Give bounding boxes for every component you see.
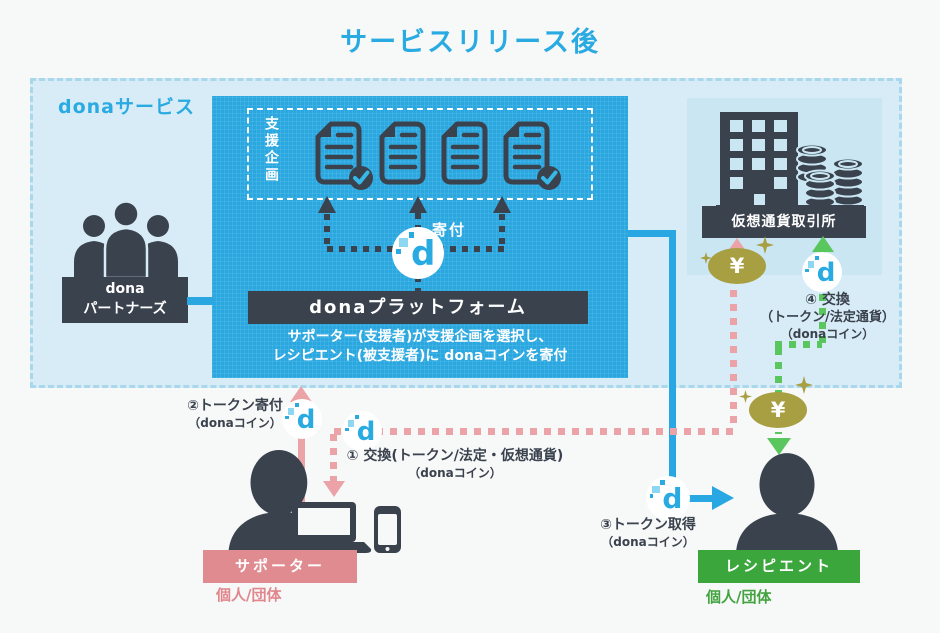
flow1-label-group: ① 交換(トークン/法定・仮想通貨) （donaコイン）	[330, 447, 580, 482]
yen-coin-icon: ¥	[700, 236, 774, 296]
donation-label: 寄付	[432, 221, 467, 239]
flow3-label: ③トークン取得	[600, 517, 696, 533]
platform-bar: donaプラットフォーム	[248, 291, 588, 324]
donation-dotted-line	[415, 213, 421, 233]
flow2-label: ②トークン寄付	[187, 398, 283, 414]
flow3-sub: （donaコイン）	[601, 535, 695, 549]
exchange-label-box: 仮想通貨取引所	[702, 206, 866, 238]
dona-service-label: donaサービス	[58, 96, 196, 118]
flow2-label-group: ②トークン寄付 （donaコイン）	[172, 397, 298, 432]
dona-coin-icon: d	[342, 411, 382, 451]
flow4-line	[819, 252, 826, 345]
flow3-line	[669, 230, 676, 498]
flow3-label-group: ③トークン取得 （donaコイン）	[578, 516, 718, 551]
coin-pixel	[652, 485, 660, 494]
coin-pixel	[649, 494, 654, 499]
partners-silhouette-icon	[74, 200, 178, 278]
coin-pixel	[347, 419, 355, 427]
recipient-silhouette-icon	[736, 453, 838, 552]
flow4-arrow-up-icon	[812, 236, 834, 252]
coin-pixel	[354, 415, 360, 420]
yen-coin-icon: ¥	[739, 376, 813, 440]
coin-pixel	[294, 403, 300, 408]
project-document-icon	[441, 121, 488, 185]
coin-pixel	[660, 480, 665, 486]
flow1-label: ① 交換(トークン/法定・仮想通貨)	[346, 448, 564, 464]
donation-dotted-line	[415, 276, 421, 294]
platform-caption: サポーター(支援者)が支援企画を選択し、 レシピエント(被支援者)に donaコ…	[272, 329, 568, 364]
coin-pixel	[345, 427, 349, 432]
flow4-line	[775, 341, 822, 348]
flow3-line	[676, 495, 714, 502]
dona-coin-icon: d	[802, 252, 842, 292]
flow1-line	[330, 434, 337, 482]
coin-pixel	[285, 415, 289, 420]
project-document-icon	[503, 121, 561, 190]
coin-pixel	[287, 407, 295, 415]
exchange-building-icon	[716, 112, 864, 209]
flow4-label2: （トークン/法定通貨）	[760, 310, 895, 325]
flow1-line	[730, 290, 737, 430]
project-document-icon	[315, 121, 373, 190]
flow4-arrow-down-icon	[767, 438, 791, 455]
dona-coin-icon: d	[392, 227, 444, 279]
recipient-label-box: レシピエント	[698, 550, 860, 583]
flow4-line	[775, 348, 782, 434]
donation-dotted-line	[438, 246, 504, 252]
project-document-icon	[379, 121, 426, 185]
donation-arrow-up-icon	[409, 196, 427, 213]
coin-pixel	[807, 260, 815, 268]
sparkle-icon	[739, 390, 752, 403]
dona-coin-icon: d	[282, 399, 322, 439]
donation-arrow-up-icon	[493, 196, 511, 213]
coin-pixel	[805, 268, 809, 273]
flow4-label-group: ④ 交換 （トークン/法定通貨） （donaコイン）	[745, 291, 910, 343]
flow1-line	[334, 428, 734, 435]
coin-pixel	[408, 232, 415, 238]
recipient-sub-label: 個人/団体	[706, 588, 772, 606]
flow1-sub: （donaコイン）	[408, 466, 502, 480]
supporter-sub-label: 個人/団体	[216, 586, 282, 604]
projects-label: 支援企画	[263, 116, 279, 184]
page-title: サービスリリース後	[340, 27, 600, 58]
dona-coin-icon: d	[646, 476, 690, 520]
flow1-arrow-down-icon	[323, 481, 345, 497]
coin-stack-icon	[796, 143, 864, 209]
flow3-line	[628, 230, 676, 237]
donation-arrow-up-icon	[318, 196, 336, 213]
donation-dotted-line	[327, 246, 399, 252]
donation-dotted-line	[324, 214, 330, 250]
flow3-arrow-right-icon	[712, 486, 734, 510]
flow2-sub: （donaコイン）	[188, 416, 282, 430]
partners-connector-line	[187, 297, 213, 305]
partners-label-box: dona パートナーズ	[62, 277, 188, 323]
laptop-phone-icon	[278, 502, 401, 553]
flow2-arrow-up-icon	[290, 386, 312, 402]
coin-pixel	[399, 238, 409, 248]
flow4-label: ④ 交換	[805, 292, 850, 308]
flow4-sub: （donaコイン）	[780, 327, 875, 341]
supporter-label-box: サポーター	[203, 550, 357, 583]
donation-dotted-line	[499, 214, 505, 250]
coin-pixel	[396, 248, 401, 254]
coin-pixel	[814, 256, 820, 261]
